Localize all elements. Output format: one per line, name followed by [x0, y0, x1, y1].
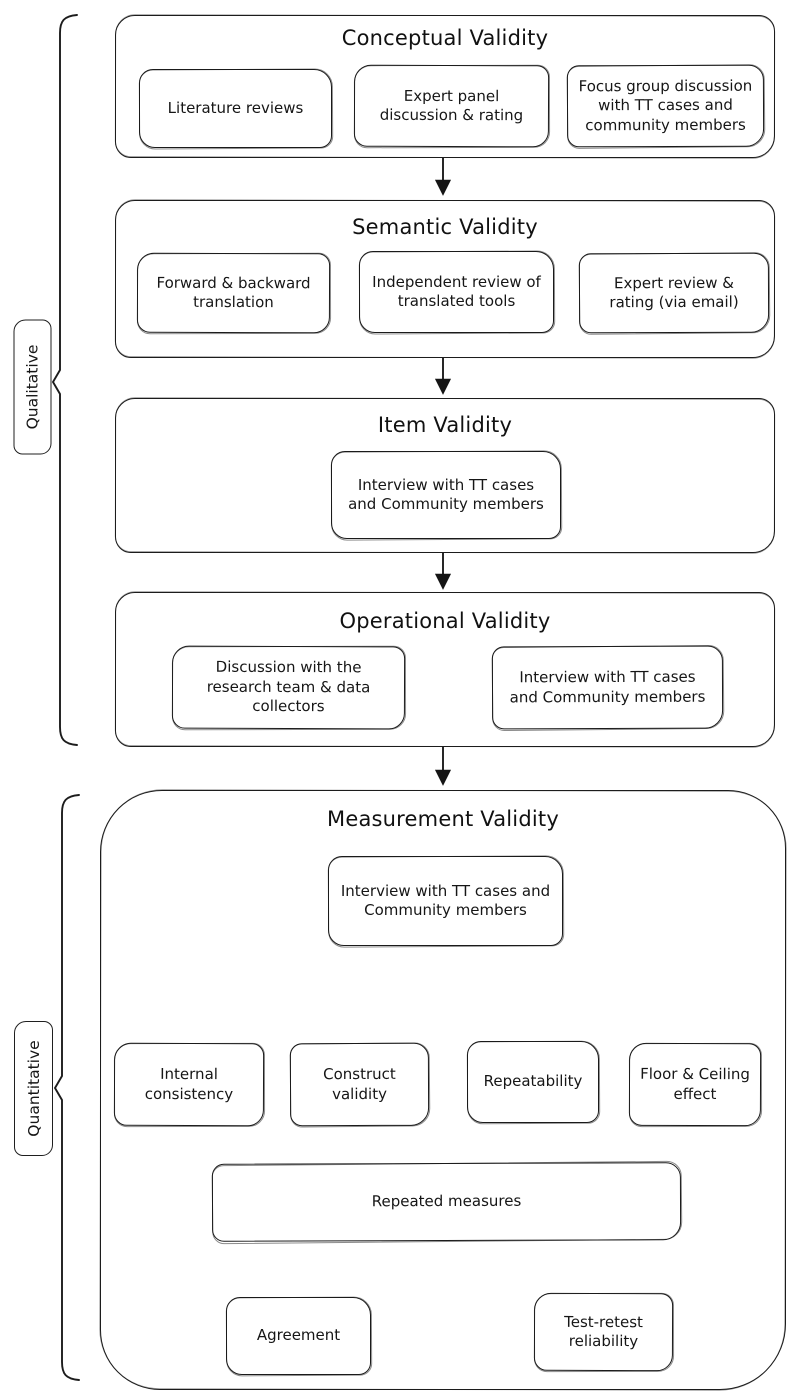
section-title: Conceptual Validity — [341, 26, 549, 50]
node-discussion-research-team: Discussion with the research team & data… — [171, 645, 406, 730]
node-expert-panel-discussion: Expert panel discussion & rating — [353, 64, 550, 148]
qualitative-label-text: Qualitative — [23, 344, 42, 430]
node-interview-measurement: Interview with TT cases and Community me… — [328, 856, 563, 946]
node-floor-ceiling-effect: Floor & Ceiling effect — [628, 1042, 762, 1127]
section-operational-validity: Operational Validity Discussion with the… — [115, 592, 775, 747]
section-measurement-validity: Measurement Validity Interview with TT c… — [100, 790, 786, 1390]
node-literature-reviews: Literature reviews — [139, 69, 332, 148]
node-interview-operational: Interview with TT cases and Community me… — [491, 645, 724, 730]
qualitative-bracket — [52, 14, 78, 746]
section-item-validity: Item Validity Interview with TT cases an… — [115, 398, 775, 553]
node-repeatability: Repeatability — [467, 1041, 599, 1123]
node-repeated-measures: Repeated measures — [211, 1162, 682, 1242]
node-expert-review-email: Expert review & rating (via email) — [578, 252, 770, 334]
quantitative-label-text: Quantitative — [24, 1040, 43, 1137]
node-construct-validity: Construct validity — [289, 1042, 430, 1127]
section-title: Semantic Validity — [352, 215, 538, 239]
node-focus-group-discussion: Focus group discussion with TT cases and… — [566, 64, 765, 148]
node-internal-consistency: Internal consistency — [113, 1042, 265, 1127]
section-semantic-validity: Semantic Validity Forward & backward tra… — [115, 200, 775, 358]
node-interview-item: Interview with TT cases and Community me… — [331, 451, 561, 539]
node-forward-backward-translation: Forward & backward translation — [136, 252, 331, 334]
qualitative-label: Qualitative — [13, 319, 52, 455]
quantitative-label: Quantitative — [14, 1021, 53, 1156]
section-title: Item Validity — [377, 413, 513, 437]
node-agreement: Agreement — [226, 1297, 371, 1375]
section-conceptual-validity: Conceptual Validity Literature reviews E… — [115, 15, 775, 158]
section-title: Measurement Validity — [327, 807, 559, 831]
quantitative-bracket — [54, 794, 80, 1381]
node-independent-review: Independent review of translated tools — [359, 251, 554, 333]
node-test-retest-reliability: Test-retest reliability — [533, 1292, 674, 1372]
section-title: Operational Validity — [339, 609, 551, 633]
